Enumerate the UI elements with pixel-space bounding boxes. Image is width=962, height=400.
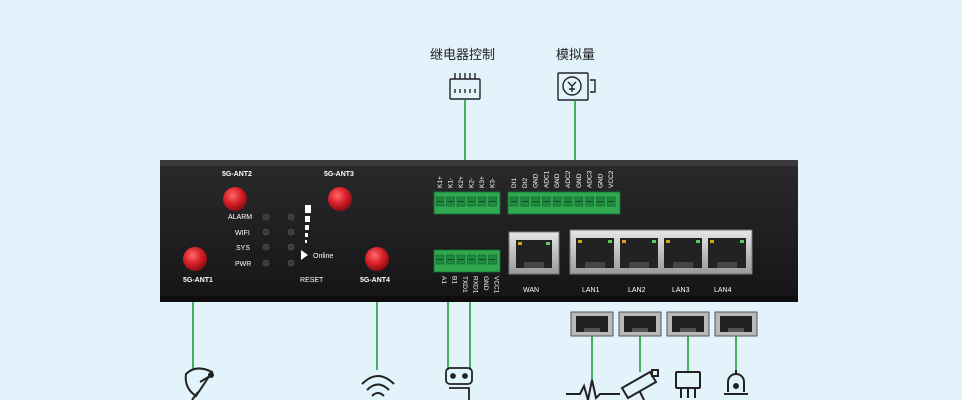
lan-socket-tab bbox=[717, 262, 737, 268]
pwr-label: PWR bbox=[235, 261, 251, 268]
serial-port-icon bbox=[445, 367, 473, 400]
io-pin-label: ADC3 bbox=[587, 170, 594, 188]
rj45-connector-tab bbox=[632, 328, 648, 332]
lan-led-green bbox=[696, 240, 700, 243]
io-pin-label: GND bbox=[533, 173, 540, 188]
online-arrow-icon bbox=[301, 250, 308, 260]
relay-pin-label: K2+ bbox=[458, 176, 465, 188]
antenna-ant2 bbox=[223, 187, 247, 211]
lan-led-green bbox=[652, 240, 656, 243]
rj45-connector-tab bbox=[680, 328, 696, 332]
lan-led-amber bbox=[666, 240, 670, 243]
lan-led-amber bbox=[578, 240, 582, 243]
io-pin-label: ADC1 bbox=[543, 170, 550, 188]
ant3-label: 5G-ANT3 bbox=[324, 171, 354, 178]
serial-pin-label: VCC1 bbox=[493, 276, 500, 294]
alarm-led bbox=[262, 213, 270, 221]
lan-led-green bbox=[608, 240, 612, 243]
alarm-label: ALARM bbox=[228, 214, 252, 221]
relay-terminal-block bbox=[433, 191, 501, 215]
signal-strength-icon bbox=[305, 205, 311, 243]
online-label: Online bbox=[313, 253, 333, 260]
analog-label: 模拟量 bbox=[556, 48, 595, 63]
led-2c bbox=[287, 243, 295, 251]
security-camera-icon bbox=[620, 369, 659, 400]
antenna-ant4 bbox=[365, 247, 389, 271]
lan1-label: LAN1 bbox=[582, 287, 600, 294]
io-pin-label: DI2 bbox=[522, 178, 529, 189]
pulse-wave-icon bbox=[566, 379, 620, 400]
relay-pin-label: K2- bbox=[469, 178, 476, 188]
io-pin-label: GND bbox=[576, 173, 583, 188]
io-pin-label: DI1 bbox=[511, 178, 518, 189]
ant1-label: 5G-ANT1 bbox=[183, 277, 213, 284]
wan-port bbox=[508, 231, 560, 275]
lan-led-amber bbox=[622, 240, 626, 243]
antenna-ant1 bbox=[183, 247, 207, 271]
io-pin-label: GND bbox=[554, 173, 561, 188]
io-pin-label: GND bbox=[597, 173, 604, 188]
wan-label: WAN bbox=[523, 287, 539, 294]
io-pin-label: VCC2 bbox=[608, 170, 615, 188]
reset-label: RESET bbox=[300, 277, 324, 284]
led-2b bbox=[287, 228, 295, 236]
relay-pin-label: K3- bbox=[490, 178, 497, 188]
lan4-label: LAN4 bbox=[714, 287, 732, 294]
serial-pin-label: A1 bbox=[440, 276, 447, 284]
relay-icon bbox=[449, 73, 481, 100]
wifi-icon bbox=[361, 375, 395, 397]
relay-pin-label: K1- bbox=[448, 178, 455, 188]
lan-led-amber bbox=[710, 240, 714, 243]
relay-control-label: 继电器控制 bbox=[430, 48, 495, 63]
serial-pin-label: B1 bbox=[451, 276, 458, 284]
serial-pin-label: GND bbox=[482, 276, 489, 291]
rj45-connector-tab bbox=[584, 328, 600, 332]
analog-meter-icon bbox=[557, 72, 596, 101]
lan-socket-tab bbox=[585, 262, 605, 268]
serial-terminal-block bbox=[433, 249, 501, 273]
io-pin-label: ADC2 bbox=[565, 170, 572, 188]
lan-socket-tab bbox=[673, 262, 693, 268]
lan-ports bbox=[569, 229, 753, 275]
wifi-led bbox=[262, 228, 270, 236]
sys-label: SYS bbox=[236, 245, 250, 252]
lan3-label: LAN3 bbox=[672, 287, 690, 294]
ant4-label: 5G-ANT4 bbox=[360, 277, 390, 284]
relay-pin-label: K3+ bbox=[479, 176, 486, 188]
lan2-label: LAN2 bbox=[628, 287, 646, 294]
lan-socket-tab bbox=[629, 262, 649, 268]
pwr-led bbox=[262, 259, 270, 267]
rj45-connector-tab bbox=[728, 328, 744, 332]
led-2d bbox=[287, 259, 295, 267]
led-2a bbox=[287, 213, 295, 221]
relay-pin-labels: K1+ K1-K2+ K2-K3+ K3- bbox=[437, 176, 497, 188]
relay-pin-label: K1+ bbox=[437, 176, 444, 188]
lan-led-green bbox=[740, 240, 744, 243]
wifi-label: WIFI bbox=[235, 230, 250, 237]
serial-pin-label: RXD1 bbox=[472, 276, 479, 294]
serial-pin-label: TXD1 bbox=[461, 276, 468, 293]
satellite-dish-icon bbox=[184, 367, 214, 400]
antenna-ant3 bbox=[328, 187, 352, 211]
ant2-label: 5G-ANT2 bbox=[222, 171, 252, 178]
sys-led bbox=[262, 243, 270, 251]
io-terminal-block bbox=[507, 191, 621, 215]
chip-icon bbox=[675, 371, 701, 398]
alarm-light-icon bbox=[724, 370, 748, 395]
